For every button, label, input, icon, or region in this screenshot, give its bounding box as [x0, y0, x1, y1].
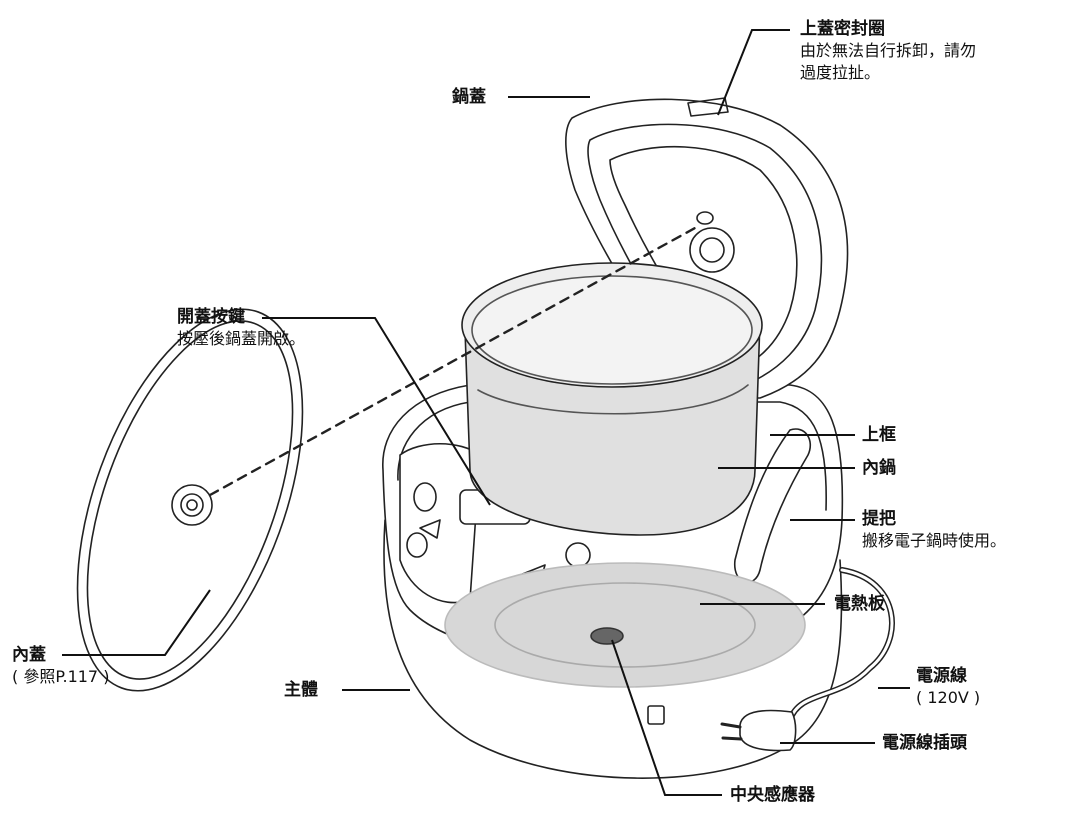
label-center-sensor-title: 中央感應器 [730, 785, 815, 805]
label-upper-frame-title: 上框 [862, 425, 896, 445]
lid-illustration [565, 97, 849, 399]
label-release-button-desc: 按壓後鍋蓋開啟。 [177, 329, 306, 348]
power-cord-illustration [720, 567, 895, 752]
label-lid-title: 鍋蓋 [452, 87, 486, 107]
leader-release-button [262, 317, 491, 506]
heating-plate-illustration [444, 562, 806, 688]
label-handle-desc: 搬移電子鍋時使用。 [862, 531, 1007, 550]
leader-center-sensor [611, 639, 722, 796]
label-inner-pot-title: 內鍋 [862, 458, 896, 478]
label-power-cord: 電源線 ( 120V ) [916, 665, 980, 709]
label-heating-plate-title: 電熱板 [834, 594, 885, 614]
label-upper-frame: 上框 [862, 424, 896, 446]
leader-lid-seal [717, 29, 790, 116]
label-inner-pot: 內鍋 [862, 457, 896, 479]
inner-lid-illustration [76, 308, 304, 692]
label-lid-seal-desc-2: 過度拉扯。 [800, 63, 881, 82]
label-inner-lid: 內蓋 ( 參照P.117 ) [12, 644, 109, 688]
label-lid-seal-title: 上蓋密封圈 [800, 19, 885, 39]
label-power-plug: 電源線插頭 [882, 732, 967, 754]
label-main-body: 主體 [284, 679, 318, 701]
label-inner-lid-desc: ( 參照P.117 ) [12, 667, 110, 686]
label-lid-seal: 上蓋密封圈 由於無法自行拆卸，請勿 過度拉扯。 [800, 18, 976, 84]
leader-inner-lid [62, 589, 211, 656]
assembly-dashed-line [208, 226, 697, 497]
label-heating-plate: 電熱板 [834, 593, 885, 615]
label-inner-lid-title: 內蓋 [12, 645, 46, 665]
inner-pot-illustration [461, 262, 763, 536]
label-main-body-title: 主體 [284, 680, 318, 700]
label-power-plug-title: 電源線插頭 [882, 733, 967, 753]
label-handle: 提把 搬移電子鍋時使用。 [862, 508, 1006, 552]
label-center-sensor: 中央感應器 [730, 784, 815, 806]
label-power-cord-title: 電源線 [916, 666, 967, 686]
label-power-cord-desc: ( 120V ) [916, 688, 981, 707]
label-handle-title: 提把 [862, 509, 896, 529]
label-release-button-title: 開蓋按鍵 [177, 307, 245, 327]
label-lid-seal-desc-1: 由於無法自行拆卸，請勿 [800, 41, 977, 60]
label-release-button: 開蓋按鍵 按壓後鍋蓋開啟。 [177, 306, 305, 350]
label-lid: 鍋蓋 [452, 86, 486, 108]
